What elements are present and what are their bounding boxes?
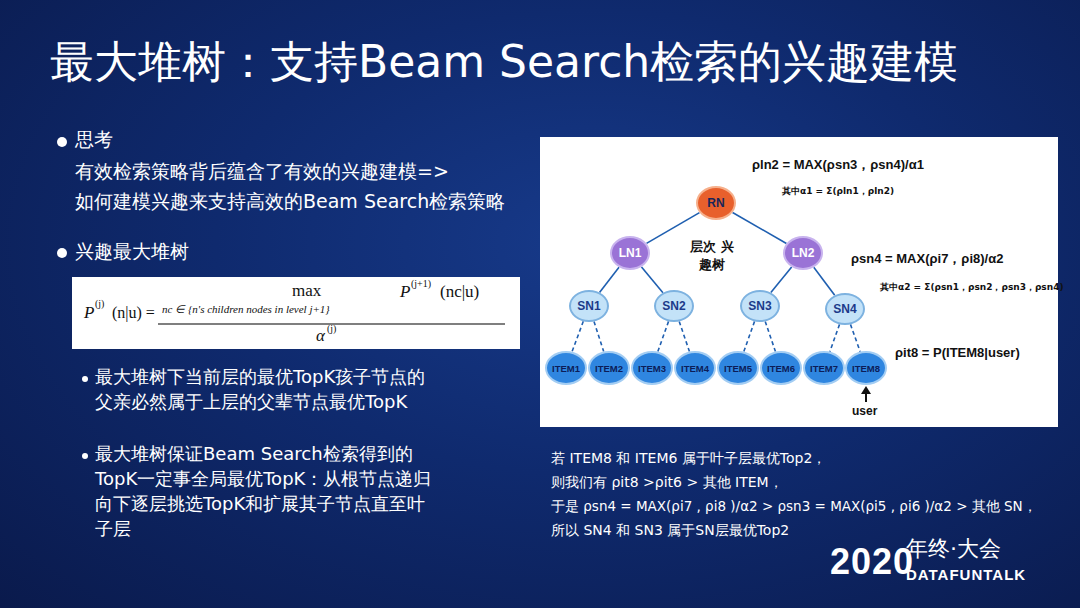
formula-panel (72, 277, 520, 349)
node-label: ITEM2 (595, 363, 623, 374)
tree-edge (658, 321, 669, 351)
node-label: ITEM7 (810, 363, 838, 374)
node-label: RN (707, 196, 724, 210)
formula-text: nc ∈ {n's children nodes in level j+1} (162, 303, 330, 316)
node-label: ITEM5 (724, 363, 752, 374)
item-node: ITEM4 (674, 351, 716, 385)
formula-note: 其中α1 = Σ(ρln1，ρln2) (782, 186, 894, 197)
tree-edge (647, 213, 700, 244)
node-label: ITEM8 (852, 363, 880, 374)
node-label: SN3 (748, 299, 771, 313)
tree-edge (830, 324, 840, 351)
bullet-text: 子层 (95, 518, 131, 540)
user-label: user (852, 404, 877, 418)
item-node: ITEM1 (545, 351, 587, 385)
body-text: 如何建模兴趣来支持高效的Beam Search检索策略 (75, 190, 505, 213)
logo-year: 2020 (830, 540, 914, 583)
tree-edge (850, 324, 860, 351)
tree-edge (814, 267, 835, 295)
caption-line: 若 ITEM8 和 ITEM6 属于叶子层最优Top2， (551, 450, 826, 467)
formula-note: ρln2 = MAX(ρsn3，ρsn4)/α1 (752, 157, 924, 173)
caption-line: 所以 SN4 和 SN3 属于SN层最优Top2 (551, 522, 789, 539)
root-node: RN (696, 186, 736, 220)
formula-note: ρsn4 = MAX(ρi7，ρi8)/α2 (851, 251, 1003, 267)
bullet-text: 向下逐层挑选TopK和扩展其子节点直至叶 (95, 493, 425, 515)
formula-text: (j) (327, 323, 336, 335)
tree-edge (679, 321, 689, 351)
formula-text: α (316, 326, 325, 346)
formula-text: (n|u) = (112, 303, 155, 322)
section-heading: 兴趣最大堆树 (75, 240, 189, 263)
formula-note: 其中α2 = Σ(ρsn1，ρsn2，ρsn3，ρsn4) (880, 282, 1064, 293)
sub-node: SN4 (825, 293, 865, 325)
body-text: 有效检索策略背后蕴含了有效的兴趣建模=> (75, 160, 449, 183)
item-node: ITEM6 (760, 351, 802, 385)
tree-edge (771, 267, 792, 293)
bullet-dot (82, 453, 88, 459)
bullet-text: 最大堆树保证Beam Search检索得到的 (95, 443, 413, 465)
tree-edge (594, 321, 604, 351)
node-label: LN1 (619, 246, 642, 260)
formula-text: (nc|u) (440, 282, 479, 302)
item-node: ITEM2 (588, 351, 630, 385)
formula-note: ρit8 = P(ITEM8|user) (895, 345, 1020, 361)
logo-text: 年终·大会 (906, 536, 1001, 562)
item-node: ITEM5 (717, 351, 759, 385)
tree-edge (744, 321, 755, 351)
sub-node: SN2 (654, 290, 694, 322)
level-node: LN2 (783, 236, 823, 270)
node-label: SN4 (833, 302, 856, 316)
level-node: LN1 (610, 236, 650, 270)
tree-edge (733, 213, 787, 244)
tree-edge (765, 321, 775, 351)
slide-title: 最大堆树：支持Beam Search检索的兴趣建模 (50, 36, 958, 89)
sub-node: SN3 (740, 290, 780, 322)
tree-edge (600, 267, 619, 292)
sub-node: SN1 (569, 290, 609, 322)
item-node: ITEM7 (803, 351, 845, 385)
node-label: SN2 (662, 299, 685, 313)
node-label: ITEM3 (638, 363, 666, 374)
tree-edge (572, 321, 583, 351)
bullet-dot (57, 137, 67, 147)
arrow-head (861, 386, 871, 394)
section-heading: 思考 (75, 128, 113, 151)
bullet-text: 父亲必然属于上层的父辈节点最优TopK (95, 391, 407, 413)
node-label: ITEM1 (552, 363, 580, 374)
formula-text: P (400, 282, 410, 302)
bullet-dot (82, 376, 88, 382)
caption-line: 则我们有 ρit8 >ρit6 > 其他 ITEM， (551, 474, 783, 491)
node-label: ITEM4 (681, 363, 709, 374)
node-label: LN2 (792, 246, 815, 260)
node-label: ITEM6 (767, 363, 795, 374)
node-label: SN1 (577, 299, 600, 313)
bullet-dot (57, 248, 67, 258)
formula-text: P (84, 303, 94, 323)
caption-line: 于是 ρsn4 = MAX(ρi7 , ρi8 )/α2 > ρsn3 = MA… (551, 498, 1037, 514)
bullet-text: 最大堆树下当前层的最优TopK孩子节点的 (95, 366, 425, 388)
formula-text: max (292, 281, 321, 301)
item-node: ITEM3 (631, 351, 673, 385)
formula-text: (j) (95, 298, 104, 310)
formula-text: (j+1) (411, 278, 431, 290)
item-node: ITEM8 (845, 351, 887, 385)
tree-edge (642, 267, 663, 293)
logo-text: DATAFUNTALK (906, 566, 1026, 584)
tree-label: 层次 兴趣树 (690, 238, 734, 273)
bullet-text: TopK一定事全局最优TopK：从根节点递归 (95, 468, 431, 490)
